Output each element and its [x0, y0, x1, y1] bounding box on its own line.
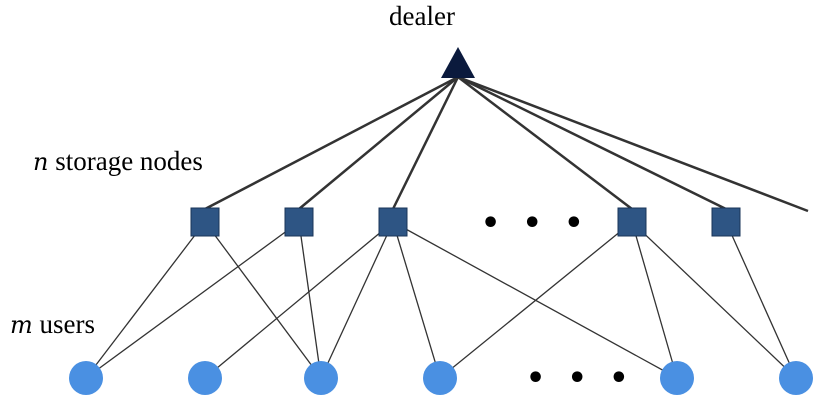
dealer-edge: [457, 76, 633, 210]
storage-user-edge: [725, 221, 797, 379]
user-node-circle-icon: [69, 361, 103, 395]
user-count-variable: m: [10, 311, 33, 339]
user-ellipsis: • • •: [526, 361, 635, 396]
dealer-triangle-icon: [441, 47, 475, 78]
dealer-edge: [457, 75, 727, 211]
storage-user-edge: [85, 221, 300, 379]
user-node-circle-icon: [423, 361, 457, 395]
storage-user-edge: [320, 221, 394, 379]
user-node-circle-icon: [660, 361, 694, 395]
dealer-label: dealer: [389, 3, 455, 30]
storage-nodes: [190, 207, 741, 237]
storage-nodes-label: n storage nodes: [33, 148, 203, 175]
storage-user-edge: [631, 221, 797, 379]
storage-user-edge: [204, 221, 322, 379]
storage-node-square-icon: [617, 207, 647, 237]
storage-count-variable: n: [33, 148, 49, 176]
user-node-circle-icon: [188, 361, 222, 395]
storage-user-edge: [85, 221, 206, 379]
dealer-edges: [204, 75, 809, 213]
storage-node-square-icon: [711, 207, 741, 237]
storage-node-square-icon: [284, 207, 314, 237]
dealer-label-text: dealer: [389, 1, 455, 31]
storage-user-edge: [298, 221, 322, 379]
storage-node-square-icon: [190, 207, 220, 237]
user-node-circle-icon: [779, 361, 813, 395]
storage-user-edge: [439, 221, 633, 379]
storage-ellipsis: • • •: [481, 206, 590, 241]
storage-user-edge: [204, 221, 394, 379]
user-nodes: [69, 361, 813, 395]
storage-user-edge: [631, 221, 678, 379]
storage-user-edge: [392, 221, 441, 379]
storage-user-edges: [85, 221, 797, 379]
dealer-edge: [391, 76, 460, 210]
storage-nodes-label-text: storage nodes: [48, 146, 203, 176]
user-node-circle-icon: [304, 361, 338, 395]
users-label-text: users: [32, 309, 96, 339]
storage-node-square-icon: [378, 207, 408, 237]
users-label: m users: [10, 311, 95, 338]
dealer-edge: [298, 76, 459, 210]
dealer-edge: [457, 75, 809, 213]
dealer-edge: [204, 75, 459, 211]
